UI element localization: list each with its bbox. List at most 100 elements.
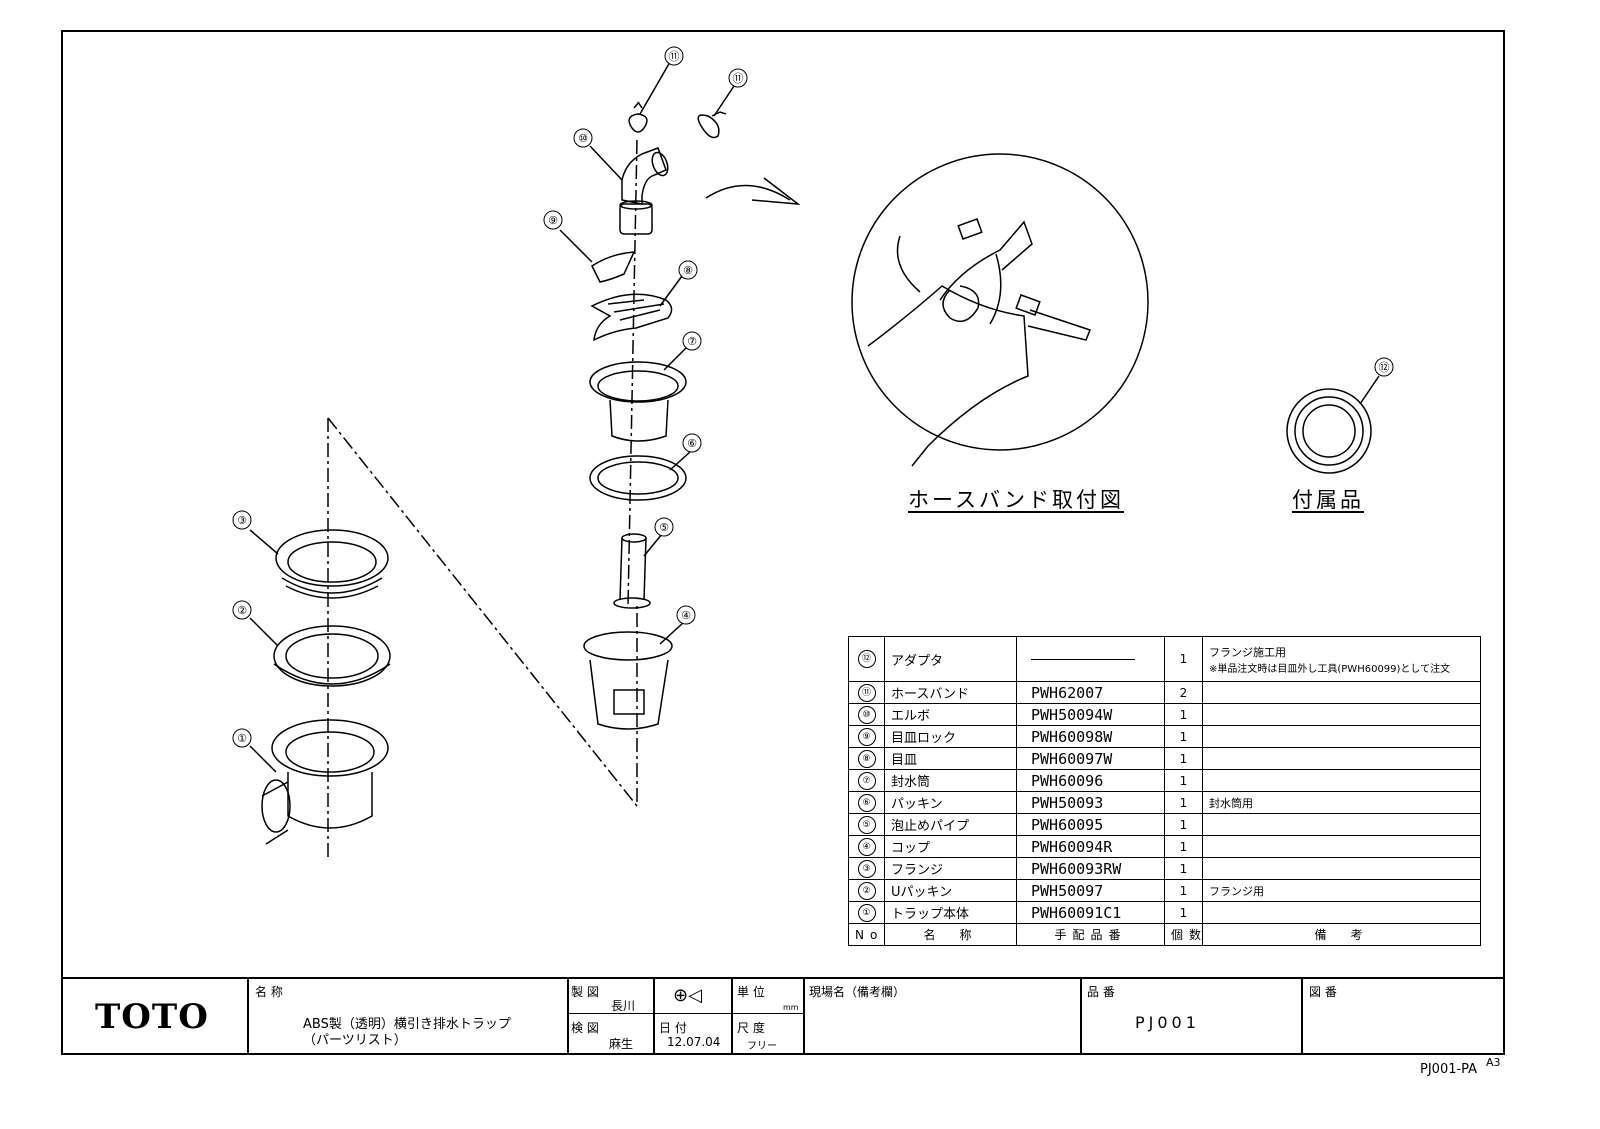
trap-body-part [261, 719, 389, 845]
projection-symbol-icon: ⊕◁ [673, 985, 702, 1006]
remark-cell [1202, 725, 1481, 748]
callout-7: ⑦ [682, 331, 702, 351]
order-code-cell: PWH50093 [1016, 791, 1165, 814]
part-name-cell: ホースバンド [884, 681, 1017, 704]
row-number: ⑤ [857, 815, 876, 834]
part-number-cell: ⑦ [848, 769, 885, 792]
callout-5: ⑤ [654, 517, 674, 537]
callout-9: ⑨ [543, 210, 563, 230]
part-number-cell: ④ [848, 835, 885, 858]
row-number: ⑦ [857, 771, 876, 790]
callout-text: ⑪ [669, 50, 680, 63]
no-code-dash [1031, 659, 1135, 660]
product-name-sub: （パーツリスト） [303, 1033, 407, 1048]
gasket-part [589, 455, 687, 501]
assembly-path [327, 417, 638, 809]
adapter-part [1286, 388, 1372, 474]
order-code-cell: PWH60091C1 [1016, 901, 1165, 924]
hose-band-caption: ホースバンド取付図 [908, 488, 1124, 512]
strainer-part [590, 293, 673, 342]
product-number: PJ001 [1135, 1013, 1200, 1032]
quantity-cell: 1 [1164, 791, 1203, 814]
header-qty: 個数 [1164, 923, 1203, 946]
accessory-caption: 付属品 [1292, 488, 1364, 512]
header-code: 手配品番 [1016, 923, 1165, 946]
drawn-by: 長川 [611, 999, 636, 1013]
toto-logo: TOTO [95, 997, 209, 1037]
quantity-cell: 2 [1164, 681, 1203, 704]
callout-text: ⑩ [578, 132, 588, 145]
remark-line-2: ※単品注文時は目皿外し工具(PWH60099)として注文 [1209, 663, 1451, 675]
remark-cell [1202, 703, 1481, 726]
callout-6: ⑥ [682, 433, 702, 453]
row-number: ① [857, 903, 876, 922]
order-code-cell: PWH60095 [1016, 813, 1165, 836]
callout-text: ③ [237, 514, 247, 527]
row-number: ⑪ [857, 683, 876, 702]
quantity-cell: 1 [1164, 901, 1203, 924]
part-name-cell: 泡止めパイプ [884, 813, 1017, 836]
part-number-cell: ⑥ [848, 791, 885, 814]
part-name-cell: 封水筒 [884, 769, 1017, 792]
center-line-main [627, 139, 638, 607]
callout-text: ⑨ [548, 214, 558, 227]
part-name-cell: フランジ [884, 857, 1017, 880]
quantity-cell: 1 [1164, 769, 1203, 792]
callout-text: ⑥ [687, 437, 697, 450]
order-code-cell: PWH50097 [1016, 879, 1165, 902]
drawing-number-label: 図 番 [1309, 985, 1337, 999]
callout-12: ⑫ [1374, 357, 1394, 377]
quantity-cell: 1 [1164, 703, 1203, 726]
anti-foam-pipe-part [613, 533, 651, 609]
callout-10: ⑩ [573, 128, 593, 148]
quantity-cell: 1 [1164, 725, 1203, 748]
quantity-cell: 1 [1164, 879, 1203, 902]
header-no: No. [848, 923, 885, 946]
remark-cell [1202, 813, 1481, 836]
drawing-code: PJ001-PA [1420, 1062, 1478, 1077]
callout-8: ⑧ [678, 260, 698, 280]
date-label: 日 付 [659, 1021, 687, 1035]
order-code-cell [1016, 636, 1165, 682]
drawing-frame [61, 30, 1505, 1055]
remark-cell [1202, 901, 1481, 924]
row-number: ⑫ [857, 650, 876, 668]
u-gasket-part [273, 625, 391, 687]
seal-cylinder-part [589, 361, 687, 442]
header-name: 名 称 [884, 923, 1017, 946]
order-code-cell: PWH60098W [1016, 725, 1165, 748]
part-name-cell: Uパッキン [884, 879, 1017, 902]
hose-band-detail [867, 218, 1091, 467]
part-number-cell: ⑨ [848, 725, 885, 748]
remark-line: フランジ施工用 [1209, 645, 1286, 659]
order-code-cell: PWH60094R [1016, 835, 1165, 858]
remark-cell [1202, 857, 1481, 880]
row-number: ⑧ [857, 749, 876, 768]
part-number-cell: ① [848, 901, 885, 924]
row-number: ③ [857, 859, 876, 878]
title-block: TOTO 名 称 ABS製（透明）横引き排水トラップ （パーツリスト） 製 図 … [61, 977, 1505, 1055]
scale-label: 尺 度 [737, 1021, 765, 1035]
quantity-cell: 1 [1164, 747, 1203, 770]
callout-text: ④ [681, 609, 691, 622]
quantity-cell: 1 [1164, 636, 1203, 682]
header-remark: 備 考 [1202, 923, 1481, 946]
remark-cell [1202, 747, 1481, 770]
callout-3: ③ [232, 510, 252, 530]
row-number: ⑩ [857, 705, 876, 724]
order-code-cell: PWH60097W [1016, 747, 1165, 770]
